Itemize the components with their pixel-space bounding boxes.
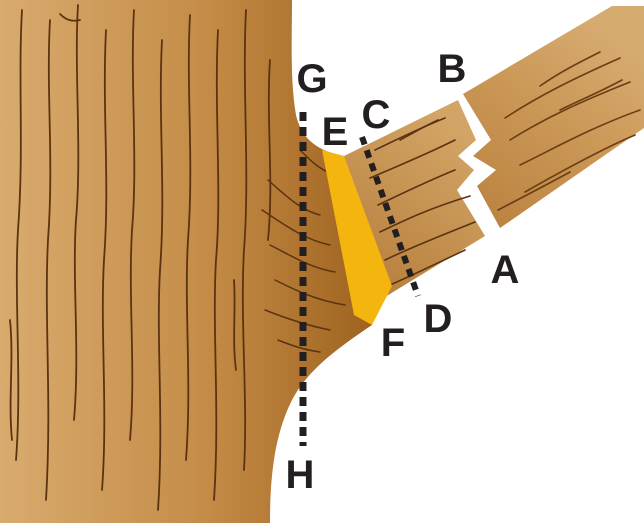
- label-h: H: [286, 453, 315, 497]
- label-c: C: [362, 93, 391, 137]
- label-f: F: [381, 321, 405, 365]
- label-d: D: [424, 297, 453, 341]
- label-a: A: [491, 248, 520, 292]
- label-e: E: [322, 110, 349, 154]
- label-g: G: [296, 57, 327, 101]
- outer-branch: [463, 6, 644, 228]
- label-b: B: [438, 47, 467, 91]
